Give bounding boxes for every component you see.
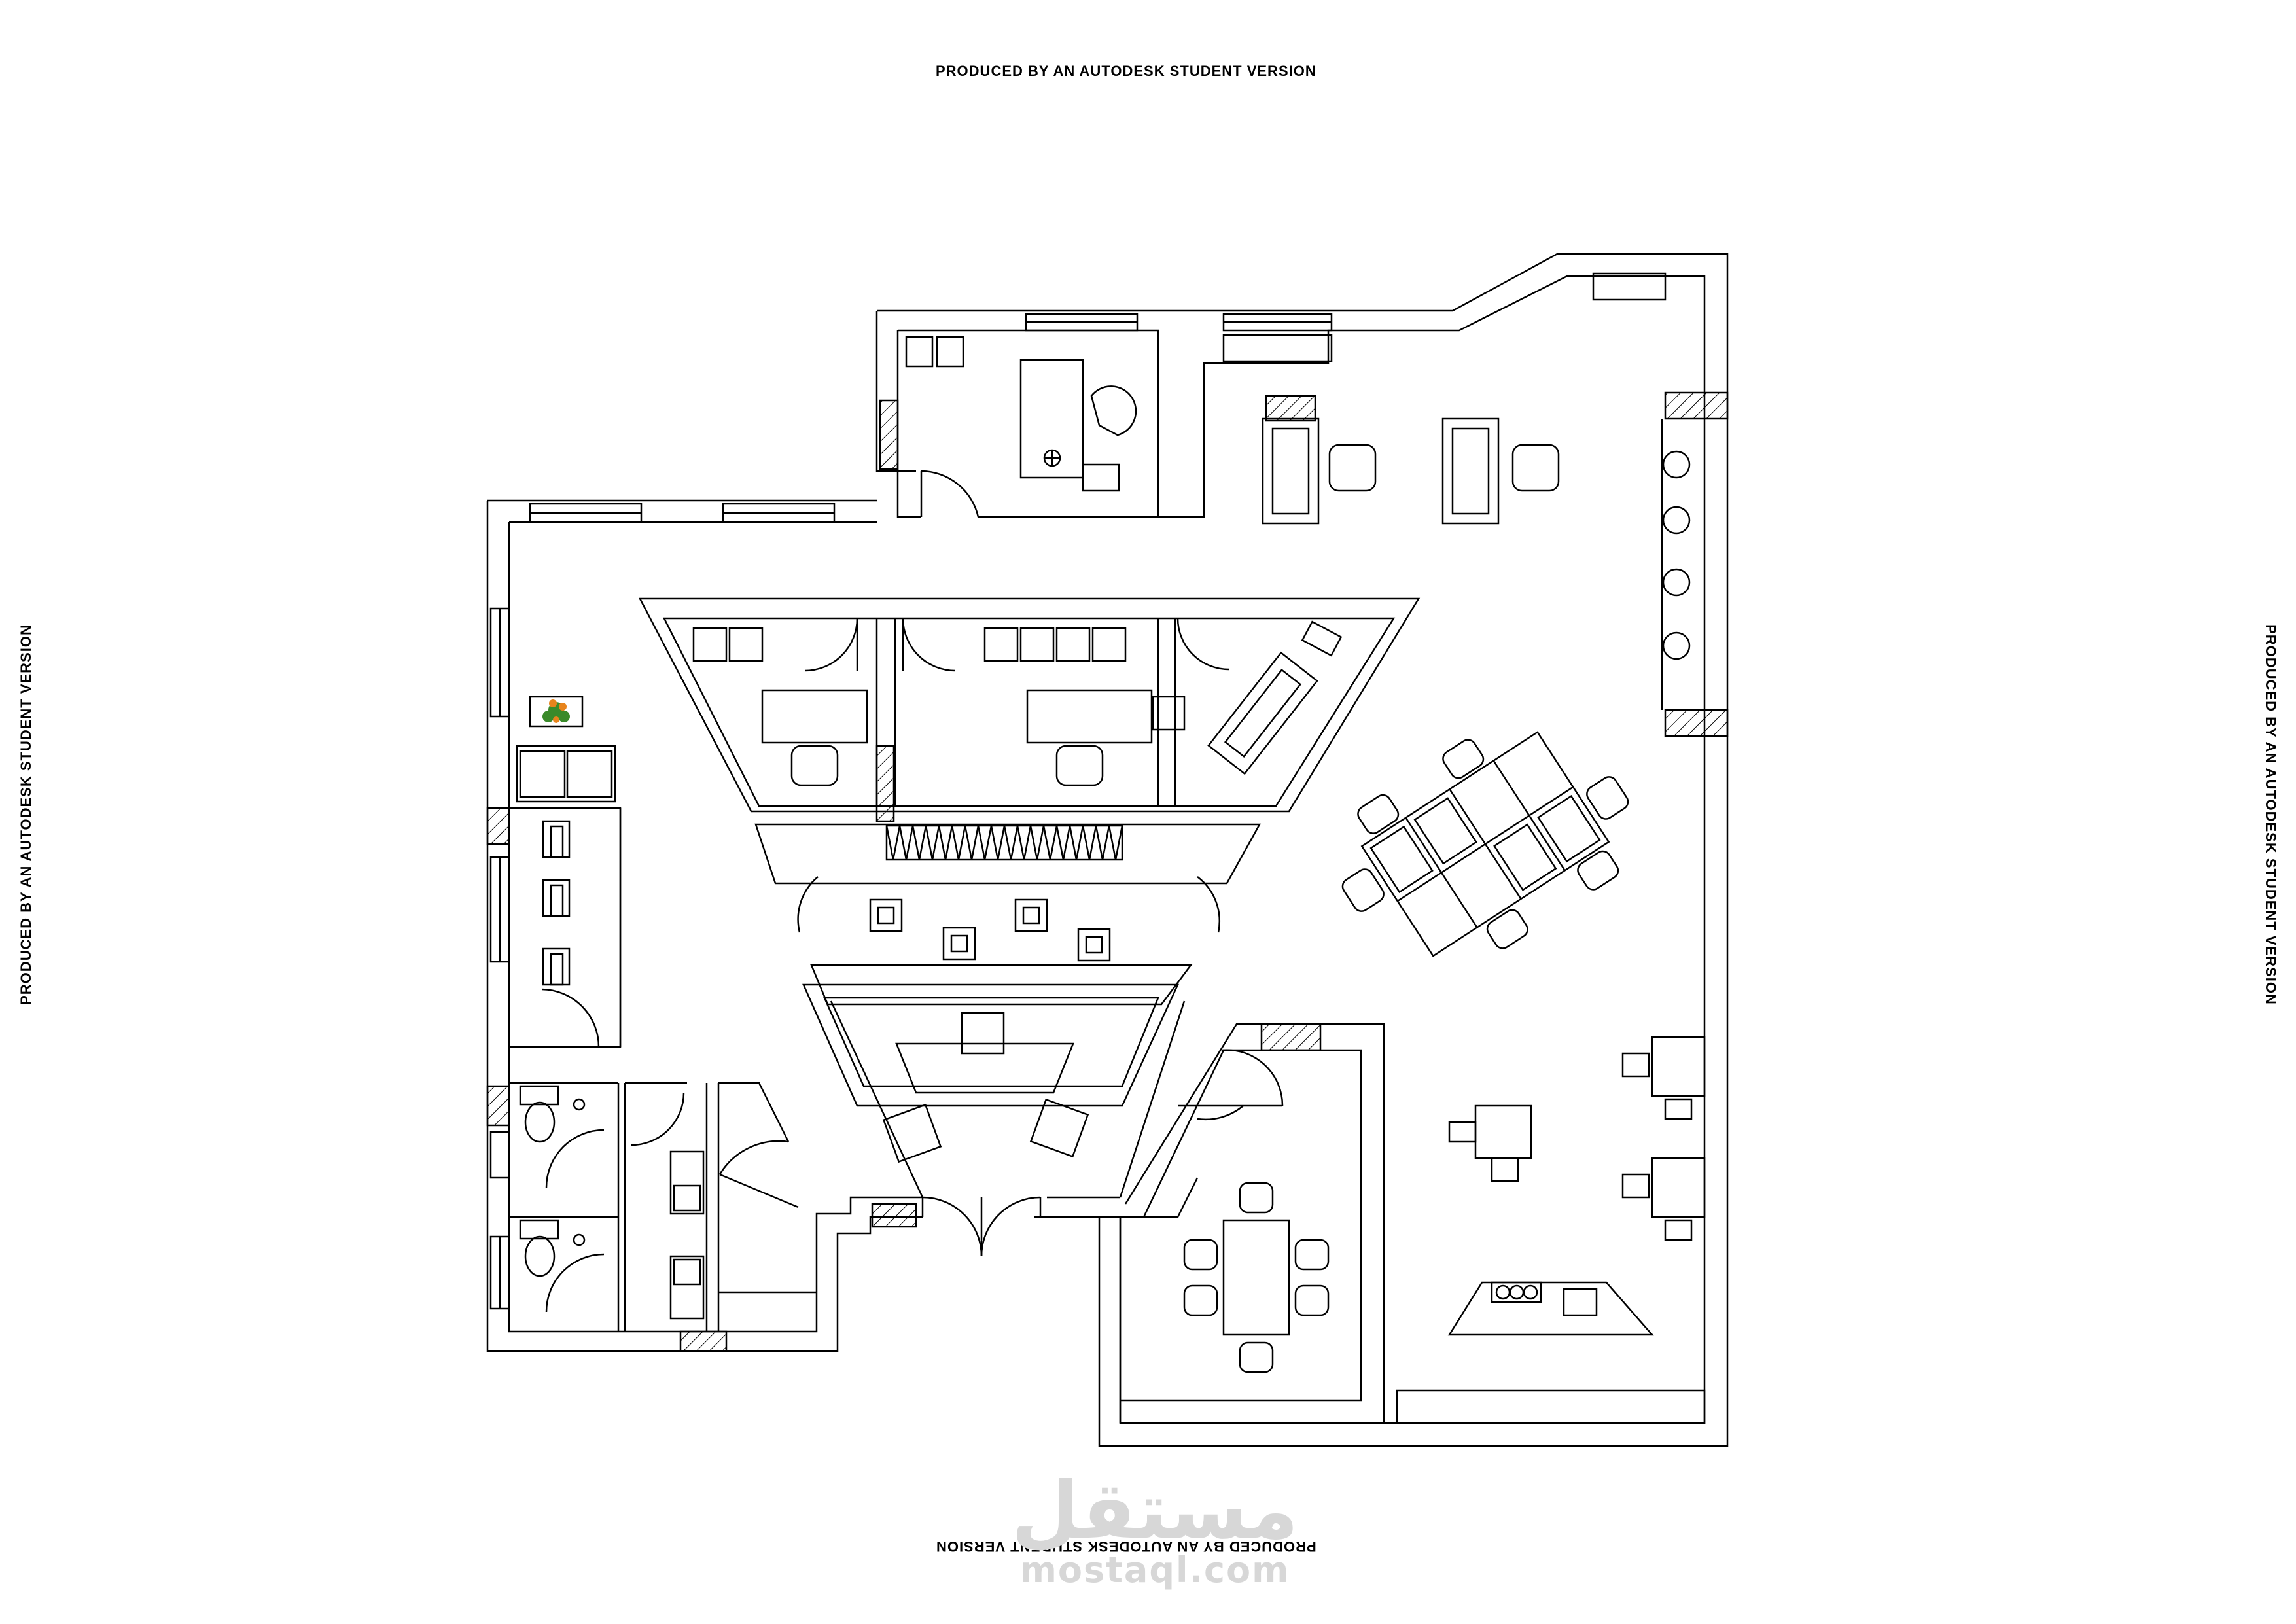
windows-left [491, 609, 509, 1309]
left-waiting [509, 697, 620, 1047]
columns-hatched [487, 393, 1727, 1351]
watermark-domain: mostaql.com [1019, 1549, 1290, 1591]
watermark-word: مستقل [1011, 1466, 1299, 1557]
potted-plant-icon [542, 699, 570, 723]
outer-walls [487, 254, 1727, 1446]
central-offices [640, 599, 1419, 811]
restrooms [509, 1083, 817, 1332]
student-version-stamp-top: PRODUCED BY AN AUTODESK STUDENT VERSION [936, 63, 1316, 79]
windows-top [530, 274, 1665, 522]
meeting-room [1120, 1024, 1384, 1423]
top-right-room [1263, 419, 1559, 523]
right-lower-area [1397, 1037, 1704, 1423]
mostaql-watermark: مستقل mostaql.com [1011, 1472, 1299, 1590]
round-columns [1662, 419, 1689, 710]
executive-office [906, 337, 1158, 517]
workstation-cluster [1311, 683, 1659, 1004]
reception-area [756, 824, 1260, 1256]
